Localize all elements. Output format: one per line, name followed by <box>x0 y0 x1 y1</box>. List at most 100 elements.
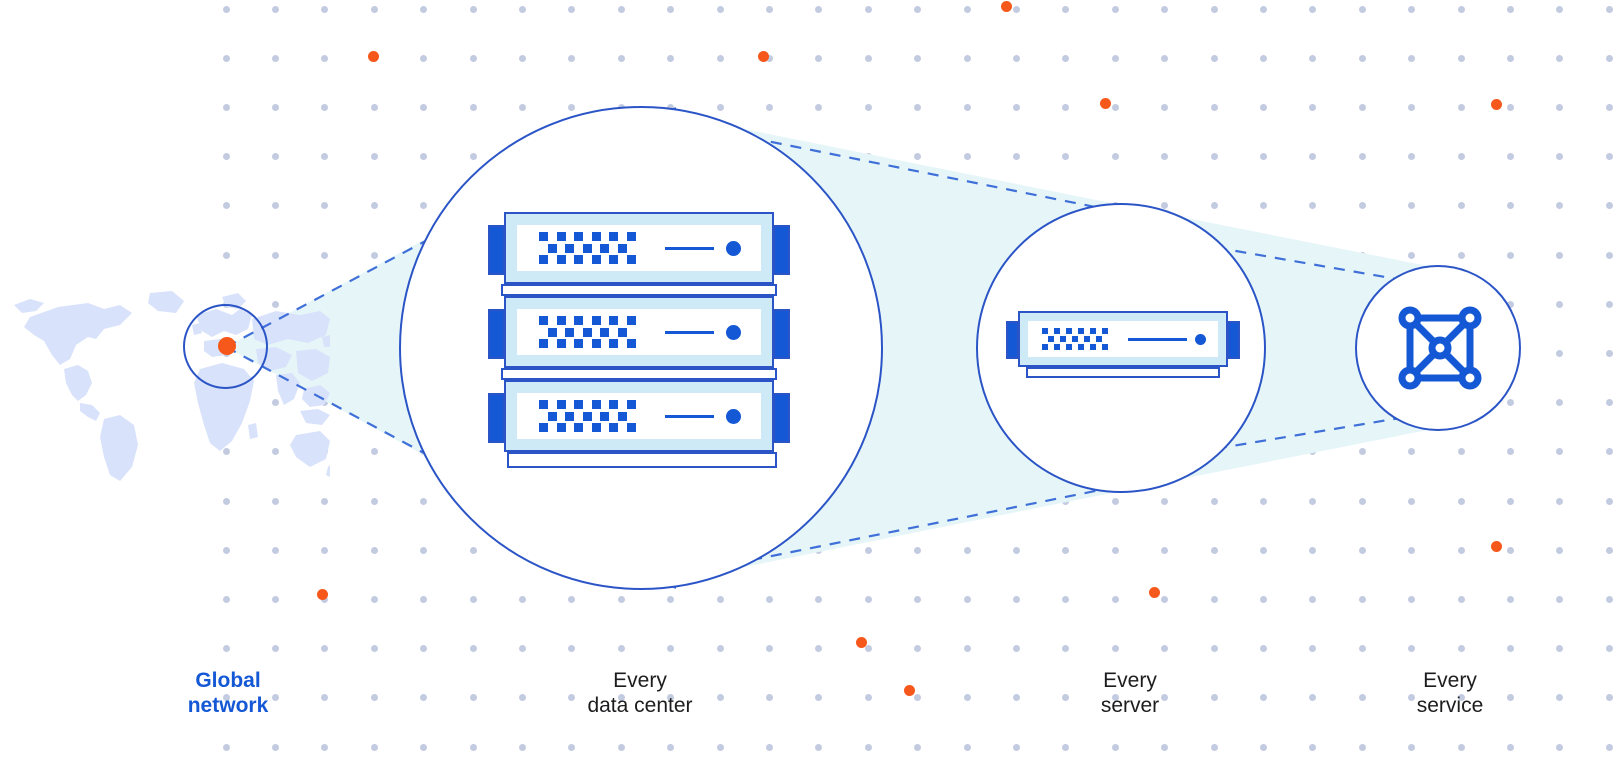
status-bar-icon <box>665 246 714 250</box>
status-bar-icon <box>665 414 714 418</box>
grid-dot <box>1012 5 1020 13</box>
grid-dot <box>469 103 477 111</box>
led-indicator <box>539 316 548 325</box>
led-indicator <box>556 316 566 325</box>
rack-spacer-2 <box>501 368 777 380</box>
grid-dot <box>420 54 428 62</box>
grid-dot <box>1408 497 1416 505</box>
grid-dot <box>765 595 773 603</box>
grid-dot <box>716 595 724 603</box>
grid-dot <box>1309 103 1317 111</box>
grid-dot-accent <box>1491 99 1502 110</box>
grid-dot <box>765 694 773 702</box>
grid-dot <box>1556 153 1564 161</box>
grid-dot <box>1556 202 1564 210</box>
grid-dot <box>716 743 724 751</box>
grid-dot <box>1210 153 1218 161</box>
world-map-icon <box>14 291 330 481</box>
rack-unit-face <box>517 309 761 355</box>
led-indicator <box>609 400 618 409</box>
led-indicator <box>582 411 592 421</box>
grid-dot <box>1259 202 1267 210</box>
grid-dot <box>914 546 922 554</box>
grid-dot <box>1457 448 1465 456</box>
grid-dot <box>1210 54 1218 62</box>
grid-dot <box>914 645 922 653</box>
grid-dot <box>667 5 675 13</box>
grid-dot <box>568 5 576 13</box>
rack-ear-left-icon <box>488 225 505 275</box>
grid-dot <box>1506 153 1514 161</box>
grid-dot <box>914 399 922 407</box>
map-location-marker-icon <box>218 337 236 355</box>
grid-dot <box>1111 5 1119 13</box>
grid-dot <box>370 349 378 357</box>
grid-dot <box>1506 399 1514 407</box>
grid-dot <box>222 595 230 603</box>
grid-dot <box>469 595 477 603</box>
grid-dot <box>222 153 230 161</box>
grid-dot <box>1210 743 1218 751</box>
grid-dot <box>1556 743 1564 751</box>
grid-dot <box>914 448 922 456</box>
grid-dot <box>914 595 922 603</box>
grid-dot <box>963 595 971 603</box>
grid-dot <box>1605 743 1613 751</box>
grid-dot <box>370 153 378 161</box>
grid-dot <box>617 595 625 603</box>
grid-dot <box>667 645 675 653</box>
grid-dot <box>1161 153 1169 161</box>
grid-dot <box>370 595 378 603</box>
grid-dot <box>617 5 625 13</box>
led-indicator <box>1060 336 1066 342</box>
grid-dot <box>1457 54 1465 62</box>
grid-dot <box>1358 153 1366 161</box>
graph-node-center <box>1428 336 1452 360</box>
grid-dot <box>765 54 773 62</box>
grid-dot <box>271 595 279 603</box>
grid-dot <box>1605 300 1613 308</box>
grid-dot <box>864 595 872 603</box>
grid-dot <box>1259 300 1267 308</box>
grid-dot <box>1556 546 1564 554</box>
grid-dot <box>1012 497 1020 505</box>
grid-dot <box>222 546 230 554</box>
led-indicator <box>591 255 601 264</box>
grid-dot <box>469 5 477 13</box>
grid-dot <box>1309 399 1317 407</box>
led-grid-icon <box>539 400 643 432</box>
grid-dot <box>1161 546 1169 554</box>
led-indicator <box>1048 336 1054 342</box>
grid-dot <box>963 743 971 751</box>
grid-dot <box>963 5 971 13</box>
grid-dot <box>420 743 428 751</box>
grid-dot <box>864 448 872 456</box>
led-indicator <box>600 411 610 421</box>
grid-dot <box>815 5 823 13</box>
grid-dot <box>963 251 971 259</box>
status-dot-icon <box>726 240 741 256</box>
grid-dot <box>1210 546 1218 554</box>
led-indicator <box>582 243 592 253</box>
stage-label-data-center: Every data center <box>587 669 693 717</box>
grid-dot <box>518 5 526 13</box>
grid-dot <box>1210 103 1218 111</box>
grid-dot <box>271 202 279 210</box>
grid-dot <box>1506 448 1514 456</box>
grid-dot <box>420 5 428 13</box>
grid-dot <box>914 54 922 62</box>
grid-dot-accent <box>758 51 769 62</box>
led-indicator <box>609 423 618 432</box>
grid-dot <box>1408 546 1416 554</box>
grid-dot <box>1408 54 1416 62</box>
grid-dot <box>271 54 279 62</box>
grid-dot <box>568 743 576 751</box>
grid-dot <box>815 743 823 751</box>
grid-dot <box>716 645 724 653</box>
led-indicator <box>1042 344 1048 350</box>
grid-dot <box>1408 251 1416 259</box>
graph-node-top-right <box>1458 306 1482 330</box>
grid-dot-accent <box>856 637 867 648</box>
grid-dot <box>963 202 971 210</box>
led-indicator <box>1102 344 1108 350</box>
